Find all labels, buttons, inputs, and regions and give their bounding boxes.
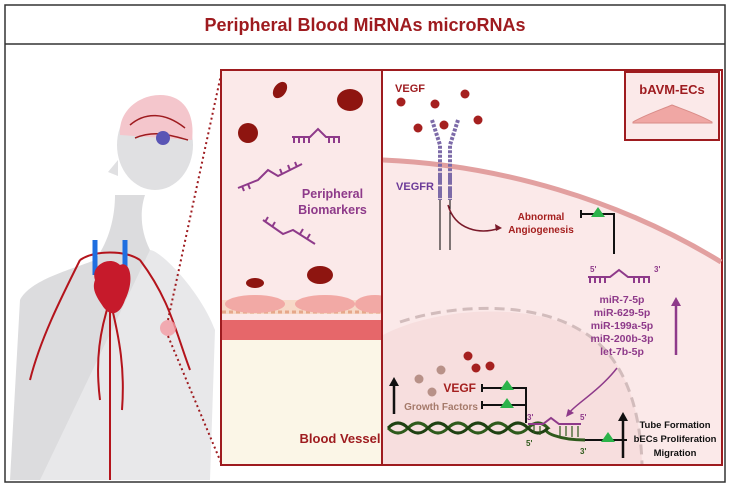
- mirna-item: miR-199a-5p: [591, 320, 653, 332]
- bound-5-prime: 5': [580, 413, 586, 422]
- vegfr-label: VEGFR: [396, 181, 434, 193]
- zoom-line-bottom: [167, 335, 223, 466]
- inhibition-arrow-icon: [481, 380, 527, 423]
- vessel-wall: [222, 295, 395, 340]
- outcome-line1: Abnormal: [518, 212, 565, 223]
- nuclear-envelope: [399, 306, 644, 465]
- dna-3-prime: 3': [580, 447, 586, 456]
- bound-3-prime: 3': [527, 413, 533, 422]
- dna-helix-icon: [386, 416, 586, 442]
- mirna-item: miR-200b-3p: [590, 333, 653, 345]
- dna-5-prime: 5': [526, 439, 532, 448]
- nucleus-vegf-label: VEGF: [443, 381, 476, 395]
- blood-vessel-label: Blood Vessel: [300, 431, 381, 446]
- vegf-molecule-icon: [414, 351, 495, 397]
- human-body-icon: [10, 95, 216, 480]
- upregulation-arrowhead: [671, 297, 681, 306]
- increase-arrowhead: [389, 377, 399, 386]
- vegf-receptor-icon: [430, 119, 460, 250]
- effects-list: Tube Formation bECs Proliferation Migrat…: [634, 420, 717, 459]
- inhibition-arrow-icon: [580, 207, 615, 254]
- cell-membrane: [382, 157, 723, 265]
- effect-increase-arrowhead: [618, 412, 628, 421]
- cell-type-label: bAVM-ECs: [639, 82, 704, 97]
- binding-arrowhead: [566, 409, 574, 417]
- mirna-list: miR-7-5p miR-629-5p miR-199a-5p miR-200b…: [590, 294, 653, 358]
- effect-item: Tube Formation: [639, 420, 710, 431]
- inhibition-arrow-icon: [585, 432, 627, 442]
- effect-item: Migration: [654, 448, 697, 459]
- page-title: Peripheral Blood MiRNAs microRNAs: [204, 15, 525, 35]
- vessel-lumen: [222, 340, 381, 464]
- mirna-item: miR-7-5p: [600, 294, 645, 306]
- red-blood-cell-icon: [238, 81, 363, 288]
- endothelial-cell-icon: [632, 104, 713, 124]
- mirna-item: miR-629-5p: [594, 307, 651, 319]
- mirna-icon: [588, 268, 650, 283]
- growth-factors-label: Growth Factors: [404, 402, 478, 413]
- mirna-icon: [237, 127, 340, 245]
- vegf-label: VEGF: [395, 83, 425, 95]
- mirna-item: let-7b-5p: [600, 346, 644, 358]
- outcome-line2: Angiogenesis: [508, 225, 574, 236]
- peripheral-biomarkers-text: Peripheral Biomarkers: [298, 187, 367, 217]
- vegf-molecule-icon: [396, 89, 483, 133]
- mirna-3-prime: 3': [654, 265, 660, 274]
- signal-arrow: [447, 204, 501, 232]
- binding-arrow: [569, 367, 618, 413]
- signal-arrowhead: [495, 224, 502, 231]
- effect-item: bECs Proliferation: [634, 434, 717, 445]
- peripheral-biomarkers-fo: Peripheral Biomarkers: [298, 187, 367, 217]
- mirna-5-prime: 5': [590, 265, 596, 274]
